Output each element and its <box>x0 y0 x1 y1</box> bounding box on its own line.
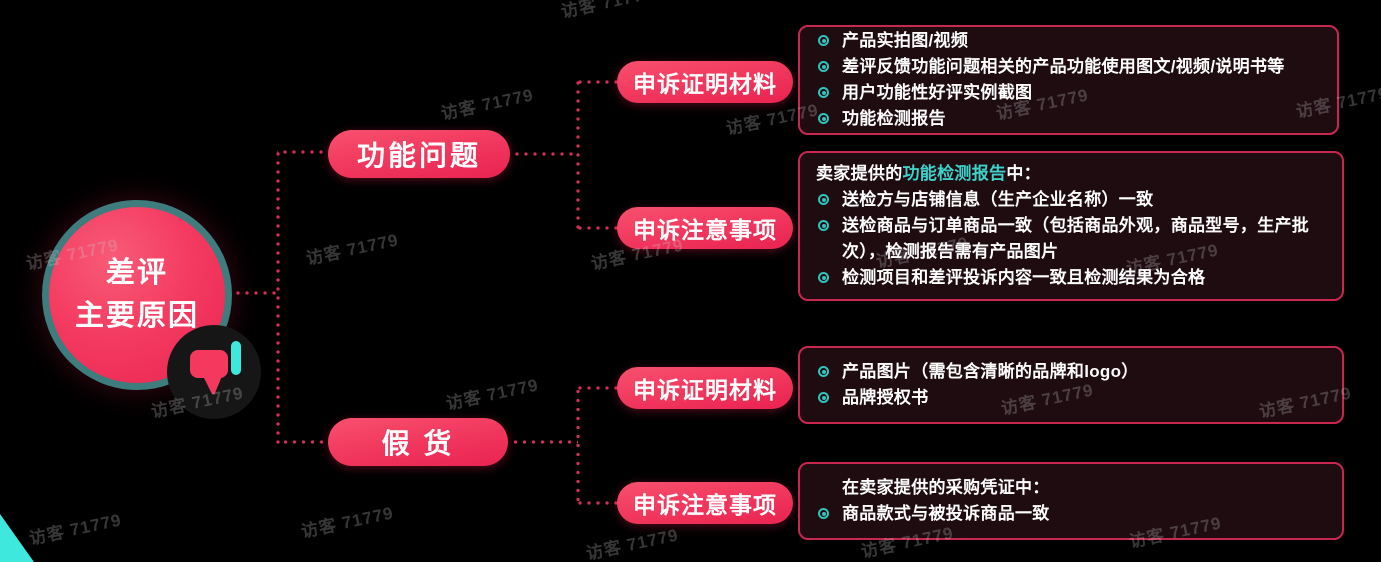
target-bullet-icon <box>818 194 829 205</box>
box-line: 送检方与店铺信息（生产企业名称）一致 <box>816 187 1326 213</box>
thumbs-down-icon <box>166 324 262 420</box>
watermark-text: 访客 71779 <box>27 510 124 549</box>
connector-counterfeit-out <box>507 440 578 444</box>
connector-counterfeit-spine <box>576 387 580 504</box>
target-bullet-icon <box>818 61 829 72</box>
box-line-text: 品牌授权书 <box>842 388 929 407</box>
connector-root-trunk <box>233 291 279 295</box>
box-line-text: 商品款式与被投诉商品一致 <box>842 504 1050 523</box>
box-line-text: 检测项目和差评投诉内容一致且检测结果为合格 <box>842 268 1206 287</box>
connector-function-spine <box>576 81 580 229</box>
box-line-text: 送检商品与订单商品一致（包括商品外观，商品型号，生产批次），检测报告需有产品图片 <box>842 216 1310 261</box>
target-bullet-icon <box>818 366 829 377</box>
box-line-text: 卖家提供的功能检测报告中： <box>816 164 1041 183</box>
watermark-text: 访客 71779 <box>439 85 536 124</box>
box-line-text: 产品图片（需包含清晰的品牌和logo） <box>842 362 1139 381</box>
connector-to-evidence-1 <box>578 80 618 84</box>
node-appeal-notes-function: 申诉注意事项 <box>617 207 793 249</box>
box-line: 功能检测报告 <box>816 106 1321 132</box>
box-line-text: 用户功能性好评实例截图 <box>842 83 1033 102</box>
target-bullet-icon <box>818 392 829 403</box>
node-counterfeit: 假 货 <box>328 418 508 466</box>
target-bullet-icon <box>818 87 829 98</box>
root-title-line2: 主要原因 <box>74 300 199 332</box>
box-line-text: 送检方与店铺信息（生产企业名称）一致 <box>842 190 1154 209</box>
watermark-text: 访客 71779 <box>304 230 401 269</box>
root-title-line1: 差评 <box>105 257 168 289</box>
corner-triangle-decoration <box>0 514 34 562</box>
connector-branch-spine <box>276 152 280 444</box>
connector-to-evidence-2 <box>578 386 618 390</box>
target-bullet-icon <box>818 113 829 124</box>
target-bullet-icon <box>818 272 829 283</box>
target-bullet-icon <box>818 220 829 231</box>
connector-to-notes-1 <box>578 226 618 230</box>
box-line-text: 在卖家提供的采购凭证中： <box>842 478 1050 497</box>
target-bullet-icon <box>818 508 829 519</box>
root-node-negative-review-reasons: 差评 主要原因 <box>42 200 232 390</box>
node-appeal-notes-counterfeit: 申诉注意事项 <box>617 482 793 524</box>
info-box-function-notes: 卖家提供的功能检测报告中： 送检方与店铺信息（生产企业名称）一致送检商品与订单商品… <box>798 151 1344 301</box>
box-line: 在卖家提供的采购凭证中： <box>816 475 1326 501</box>
target-bullet-icon <box>818 35 829 46</box>
box-line-text: 差评反馈功能问题相关的产品功能使用图文/视频/说明书等 <box>842 57 1285 76</box>
watermark-text: 访客 71779 <box>444 375 541 414</box>
watermark-text: 访客 71779 <box>299 503 396 542</box>
box-line-text: 功能检测报告 <box>842 109 946 128</box>
box-line: 用户功能性好评实例截图 <box>816 80 1321 106</box>
info-box-counterfeit-notes: 在卖家提供的采购凭证中： 商品款式与被投诉商品一致 <box>798 462 1344 540</box>
watermark-text: 访客 71779 <box>559 0 656 22</box>
info-box-counterfeit-evidence: 产品图片（需包含清晰的品牌和logo） 品牌授权书 <box>798 346 1344 424</box>
box-line: 卖家提供的功能检测报告中： <box>816 161 1326 187</box>
box-line: 送检商品与订单商品一致（包括商品外观，商品型号，生产批次），检测报告需有产品图片 <box>816 213 1326 265</box>
connector-to-notes-2 <box>578 501 618 505</box>
node-function-problem: 功能问题 <box>328 130 510 178</box>
box-line: 差评反馈功能问题相关的产品功能使用图文/视频/说明书等 <box>816 54 1321 80</box>
box-line-text: 产品实拍图/视频 <box>842 31 969 50</box>
box-line: 商品款式与被投诉商品一致 <box>816 501 1326 527</box>
connector-to-counterfeit <box>277 440 330 444</box>
node-appeal-evidence-function: 申诉证明材料 <box>617 61 793 103</box>
box-line: 产品实拍图/视频 <box>816 28 1321 54</box>
info-box-function-evidence: 产品实拍图/视频差评反馈功能问题相关的产品功能使用图文/视频/说明书等用户功能性… <box>798 25 1339 135</box>
box-line: 产品图片（需包含清晰的品牌和logo） <box>816 359 1326 385</box>
connector-to-function-problem <box>277 150 329 154</box>
node-appeal-evidence-counterfeit: 申诉证明材料 <box>617 367 793 409</box>
watermark-text: 访客 71779 <box>584 525 681 562</box>
connector-function-out <box>509 152 579 156</box>
box-line: 品牌授权书 <box>816 385 1326 411</box>
box-line: 检测项目和差评投诉内容一致且检测结果为合格 <box>816 265 1326 291</box>
